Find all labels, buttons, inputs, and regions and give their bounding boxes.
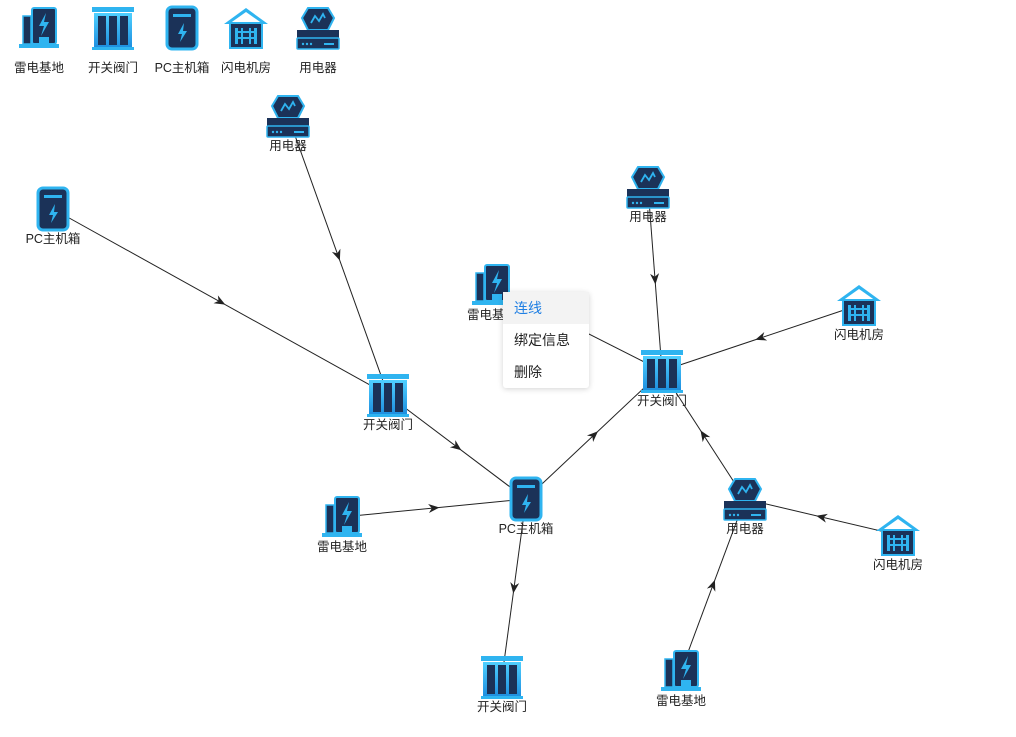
- edge-arrow: [816, 513, 828, 523]
- edge-arrow: [449, 440, 462, 451]
- palette-label: 闪电机房: [220, 61, 271, 75]
- appliance-icon: [266, 95, 310, 138]
- edge-arrow: [331, 248, 341, 261]
- edge-arrow: [510, 581, 520, 594]
- appliance-icon: [296, 7, 340, 50]
- node-label: 用电器: [269, 139, 307, 153]
- node-appliance[interactable]: 用电器: [266, 95, 310, 153]
- lightning-base-icon: [19, 7, 59, 48]
- node-label: 雷电基地: [317, 540, 368, 554]
- switch-valve-icon: [641, 350, 683, 393]
- palette-item-appliance[interactable]: 用电器: [283, 0, 353, 80]
- edge-arrow: [755, 331, 768, 341]
- node-appliance[interactable]: 用电器: [723, 478, 767, 536]
- palette-item-switch-valve[interactable]: 开关阀门: [78, 0, 148, 80]
- palette-item-pc-cabinet[interactable]: PC主机箱: [147, 0, 217, 80]
- menu-item-connect[interactable]: 连线: [503, 292, 589, 324]
- edge-arrow: [700, 430, 711, 443]
- node-label: 闪电机房: [873, 557, 923, 572]
- node-appliance[interactable]: 用电器: [626, 166, 670, 224]
- edge-arrow: [428, 504, 440, 514]
- pc-cabinet-icon: [36, 186, 70, 232]
- pc-cabinet-icon: [509, 476, 543, 522]
- edge-arrow: [586, 431, 599, 443]
- switch-valve-icon: [367, 374, 409, 417]
- appliance-icon: [723, 478, 767, 521]
- node-label: 雷电基地: [656, 694, 707, 708]
- edge-layer: [52, 115, 899, 678]
- lightning-base-icon: [472, 264, 512, 305]
- edge-arrow: [213, 295, 226, 305]
- menu-item-bind-info[interactable]: 绑定信息: [514, 332, 570, 348]
- node-label: PC主机箱: [26, 231, 81, 246]
- edge-arrow: [706, 579, 716, 592]
- node-label: 用电器: [629, 210, 667, 224]
- palette-item-flash-room[interactable]: 闪电机房: [211, 0, 281, 80]
- pc-cabinet-icon: [165, 5, 199, 51]
- palette-label: 开关阀门: [87, 61, 138, 75]
- node-flash-room[interactable]: 闪电机房: [873, 515, 923, 572]
- node-flash-room[interactable]: 闪电机房: [834, 285, 884, 342]
- node-label: 用电器: [726, 522, 764, 536]
- node-pc-cabinet[interactable]: PC主机箱: [26, 186, 81, 246]
- node-lightning-base[interactable]: 雷电基地: [317, 496, 368, 554]
- appliance-icon: [626, 166, 670, 209]
- node-pc-cabinet[interactable]: PC主机箱: [499, 476, 554, 536]
- node-label: 闪电机房: [834, 327, 884, 342]
- node-switch-valve[interactable]: 开关阀门: [637, 350, 687, 408]
- palette-item-lightning-base[interactable]: 雷电基地: [4, 0, 74, 80]
- flash-room-icon: [876, 515, 920, 556]
- palette-label: PC主机箱: [154, 61, 210, 75]
- node-switch-valve[interactable]: 开关阀门: [477, 656, 527, 714]
- switch-valve-icon: [92, 7, 134, 50]
- switch-valve-icon: [481, 656, 523, 699]
- node-label: PC主机箱: [499, 521, 554, 536]
- edge-arrow: [650, 273, 660, 285]
- palette-label: 雷电基地: [13, 61, 64, 75]
- node-switch-valve[interactable]: 开关阀门: [363, 374, 413, 432]
- node-lightning-base[interactable]: 雷电基地: [656, 650, 707, 708]
- lightning-base-icon: [322, 496, 362, 537]
- palette-label: 用电器: [299, 61, 337, 75]
- context-menu: 连线 绑定信息 删除: [503, 292, 589, 388]
- menu-item-delete[interactable]: 删除: [514, 364, 542, 380]
- node-layer: 用电器 PC主机箱 开关阀门 雷电基地 用电器: [26, 95, 923, 714]
- flash-room-icon: [837, 285, 881, 326]
- node-label: 开关阀门: [477, 699, 527, 714]
- flash-room-icon: [224, 8, 268, 49]
- node-label: 开关阀门: [637, 393, 687, 408]
- node-label: 开关阀门: [363, 417, 413, 432]
- lightning-base-icon: [661, 650, 701, 691]
